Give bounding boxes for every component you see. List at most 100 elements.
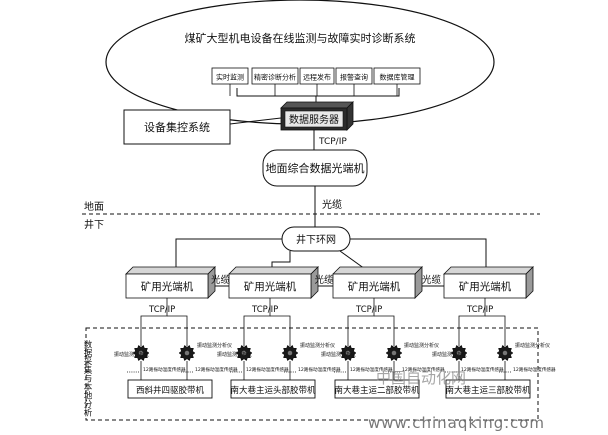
- control-system-label: 设备集控系统: [144, 120, 210, 134]
- conveyor-label-1: 南大巷主运头部胶带机: [230, 385, 316, 396]
- mine-switch-2: 矿用光端机 TCP/IP: [332, 266, 423, 315]
- mine-switch-front-1: [228, 273, 312, 299]
- analyzer-right-0: [178, 344, 196, 362]
- module-group: 实时监测精密诊断分析远程发布报警查询数据库管理: [211, 67, 421, 96]
- analyzer-left-label-2: 振动监测分析仪: [321, 351, 356, 358]
- sensor-right-label-0: 12路振动温度传感器: [195, 366, 238, 373]
- local-analysis-label: 数据采集与本地分析: [82, 339, 92, 417]
- top-system-title: 煤矿大型机电设备在线监测与故障实时诊断系统: [185, 31, 416, 45]
- analyzer-right-2-hub: [391, 350, 397, 356]
- fiber-link-label-0: 光缆: [211, 274, 231, 286]
- unit-feed-left-0: [140, 298, 168, 346]
- sensor-right-label-2: 12路振动温度传感器: [402, 366, 445, 373]
- fiber-link-label-1: 光缆: [314, 274, 334, 286]
- mine-switch-1: 矿用光端机 TCP/IP: [228, 266, 319, 315]
- unit-feed-right-0: [167, 315, 188, 346]
- fiber-link-label-2: 光缆: [422, 274, 442, 286]
- ground-switch: 地面综合数据光端机: [262, 149, 368, 187]
- ground-switch-label: 地面综合数据光端机: [266, 161, 365, 175]
- sensor-left-label-2: 12路振动温度传感器: [350, 366, 393, 373]
- ring-network: 井下环网: [281, 226, 351, 252]
- analyzer-right-2: [385, 344, 403, 362]
- conveyor-label-3: 南大巷主运三部胶带机: [445, 385, 531, 396]
- watermark-url: www.chinaqking.com: [368, 414, 545, 432]
- module-label-1: 精密诊断分析: [254, 73, 296, 82]
- mine-switch-label-0: 矿用光端机: [141, 280, 194, 293]
- unit-feed-left-1: [243, 298, 271, 346]
- analyzer-left-2: [339, 344, 357, 362]
- conveyor-box-2: [334, 379, 420, 399]
- mine-switch-top-3: [443, 266, 534, 275]
- server-label: 数据服务器: [289, 113, 339, 126]
- mine-switch-top-0: [125, 266, 216, 275]
- sensor-right-label-1: 12路振动温度传感器: [298, 366, 341, 373]
- analyzer-right-label-2: 振动监测分析仪: [404, 342, 439, 349]
- module-label-3: 报警查询: [340, 73, 368, 82]
- analyzer-left-label-3: 振动监测分析仪: [432, 351, 467, 358]
- analyzer-right-label-0: 振动监测分析仪: [197, 342, 232, 349]
- tcpip-label-unit-1: TCP/IP: [251, 305, 278, 315]
- sensor-left-label-1: 12路振动温度传感器: [246, 366, 289, 373]
- analyzer-left-0: [132, 344, 150, 362]
- mine-switch-label-1: 矿用光端机: [244, 280, 297, 293]
- mine-switch-top-1: [228, 266, 319, 275]
- mine-switch-top-2: [332, 266, 423, 275]
- unit-feed-left-3: [458, 298, 486, 346]
- local-analysis-area: [85, 327, 539, 421]
- analyzer-left-2-hub: [345, 350, 351, 356]
- tcpip-label-top: TCP/IP: [318, 137, 347, 147]
- conveyor-box-1: [230, 379, 316, 399]
- unit-feed-right-1: [270, 315, 291, 346]
- analyzer-right-0-hub: [184, 350, 190, 356]
- sensor-right-label-3: 12路振动温度传感器: [513, 366, 556, 373]
- sensor-left-label-3: 12路振动温度传感器: [461, 366, 504, 373]
- analyzer-right-1-hub: [287, 350, 293, 356]
- unit-feed-right-3: [485, 315, 506, 346]
- mine-switch-0: 矿用光端机 TCP/IP: [125, 266, 216, 315]
- ground-label: 地面: [84, 200, 104, 213]
- analyzer-right-label-1: 振动监测分析仪: [300, 342, 335, 349]
- tcpip-label-unit-3: TCP/IP: [466, 305, 493, 315]
- control-system-box: 设备集控系统: [123, 109, 231, 145]
- analyzer-left-3: [450, 344, 468, 362]
- module-bracket: [236, 88, 400, 97]
- analyzer-left-3-hub: [456, 350, 462, 356]
- ring-to-switch-1: [175, 238, 282, 274]
- sensor-left-label-0: 12路振动温度传感器: [143, 366, 186, 373]
- analyzer-right-1: [281, 344, 299, 362]
- unit-feed-right-2: [374, 315, 395, 346]
- fiber-label-vertical: 光缆: [322, 198, 342, 211]
- underground-label: 井下: [84, 218, 104, 231]
- mine-switch-front-3: [443, 273, 527, 299]
- analyzer-left-1-hub: [241, 350, 247, 356]
- unit-feed-left-2: [347, 298, 375, 346]
- mine-switch-group: 矿用光端机TCP/IP矿用光端机TCP/IP矿用光端机TCP/IP矿用光端机TC…: [125, 266, 534, 315]
- conveyor-label-0: 西斜井四驱胶带机: [136, 385, 205, 396]
- analyzer-left-label-0: 振动监测分析仪: [114, 351, 149, 358]
- conveyor-box-3: [445, 379, 531, 399]
- analyzer-right-label-3: 振动监测分析仪: [515, 342, 550, 349]
- ring-to-switch-4: [350, 238, 487, 274]
- module-label-2: 远程发布: [303, 73, 331, 82]
- analyzer-right-3: [496, 344, 514, 362]
- analyzer-left-1: [235, 344, 253, 362]
- watermark-cn: 中国自动化网: [376, 369, 466, 387]
- conveyor-box-0: [127, 379, 213, 399]
- ring-network-label: 井下环网: [296, 233, 336, 246]
- tcpip-label-unit-0: TCP/IP: [148, 305, 175, 315]
- analyzer-left-label-1: 振动监测分析仪: [217, 351, 252, 358]
- tcpip-label-unit-2: TCP/IP: [355, 305, 382, 315]
- module-label-0: 实时监测: [216, 73, 244, 82]
- analyzer-left-0-hub: [138, 350, 144, 356]
- mine-switch-front-0: [125, 273, 209, 299]
- mine-switch-label-2: 矿用光端机: [348, 280, 401, 293]
- control-to-server-line: [229, 117, 282, 125]
